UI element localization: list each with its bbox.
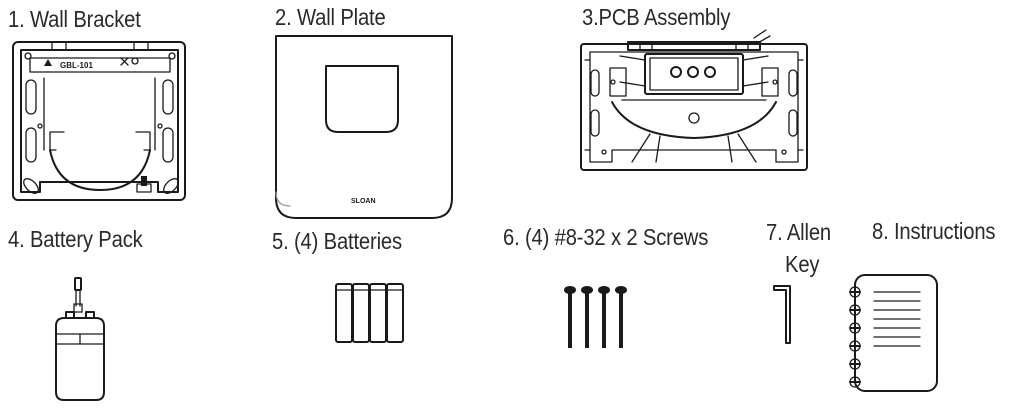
- screw: [564, 286, 576, 348]
- wall-plate-drawing: SLOAN: [275, 35, 453, 219]
- screws-label: 6. (4) #8-32 x 2 Screws: [503, 224, 709, 250]
- spiral-ring: [849, 286, 861, 298]
- pcb-assembly-label: 3.PCB Assembly: [582, 4, 731, 30]
- battery-pack-drawing: [55, 277, 105, 401]
- batteries-drawing: [335, 283, 404, 343]
- screw: [581, 286, 593, 348]
- spiral-ring: [849, 358, 861, 370]
- instructions-drawing: [849, 274, 938, 392]
- wall-bracket-label: 1. Wall Bracket: [8, 6, 141, 32]
- pcb-assembly-drawing: [580, 29, 808, 171]
- wall-plate-label: 2. Wall Plate: [275, 4, 386, 30]
- allen-key-label-line1: 7. Allen: [766, 219, 831, 245]
- spiral-ring: [849, 340, 861, 352]
- spiral-ring: [849, 322, 861, 334]
- screws-drawing: [564, 286, 627, 348]
- wall-bracket-drawing: GBL-101: [12, 41, 186, 201]
- wall-plate-brand: SLOAN: [351, 198, 376, 205]
- screw: [598, 286, 610, 348]
- screw: [615, 286, 627, 348]
- instructions-label: 8. Instructions: [872, 218, 996, 244]
- allen-key-drawing: [773, 285, 791, 344]
- spiral-ring: [849, 376, 861, 388]
- allen-key-label-line2: Key: [785, 251, 820, 277]
- battery-cell: [386, 283, 404, 343]
- spiral-ring: [849, 304, 861, 316]
- batteries-label: 5. (4) Batteries: [272, 228, 402, 254]
- bracket-marking: GBL-101: [60, 61, 93, 70]
- battery-pack-label: 4. Battery Pack: [8, 226, 143, 252]
